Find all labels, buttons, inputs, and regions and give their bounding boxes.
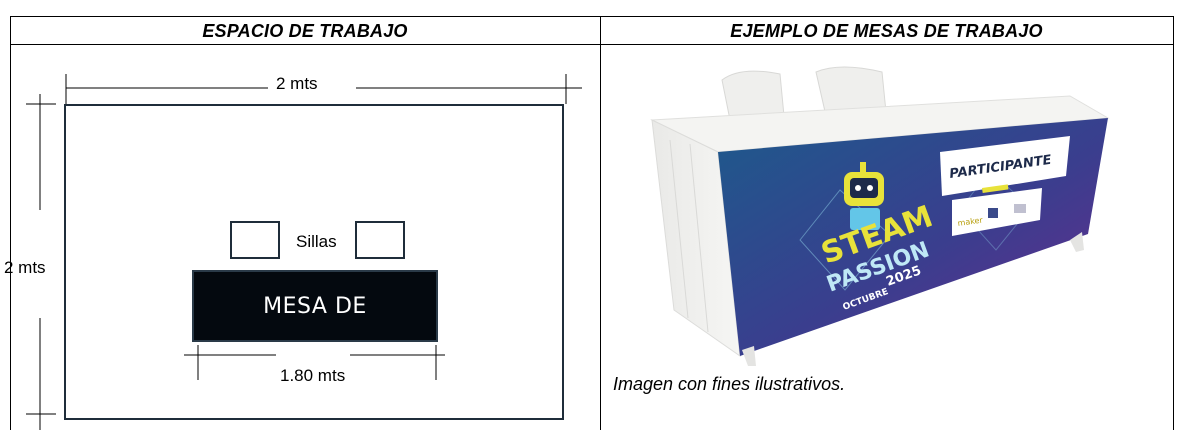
table-left-border	[10, 16, 11, 430]
header-bottom-border	[10, 44, 1174, 45]
chair-right	[355, 221, 405, 259]
workspace-area	[64, 104, 564, 420]
height-dimension-label: 2 mts	[4, 258, 46, 277]
banner-partner-text: maker	[957, 215, 984, 228]
dimension-lines	[26, 74, 582, 430]
chairs-label: Sillas	[296, 232, 337, 251]
table-middle-divider	[600, 16, 601, 430]
work-table: MESA DE	[192, 270, 438, 342]
width-dimension-label: 2 mts	[272, 74, 322, 94]
table-width-label: 1.80 mts	[276, 366, 350, 386]
header-workspace: ESPACIO DE TRABAJO	[202, 21, 408, 41]
table-right-border	[1173, 16, 1174, 430]
example-table-image: STEAM PASSION 2025 OCTUBRE PARTICIPANTE …	[650, 66, 1110, 366]
header-example-tables: EJEMPLO DE MESAS DE TRABAJO	[730, 21, 1043, 41]
chair-left	[230, 221, 280, 259]
image-caption: Imagen con fines ilustrativos.	[613, 374, 846, 394]
table-top-border	[10, 16, 1174, 17]
